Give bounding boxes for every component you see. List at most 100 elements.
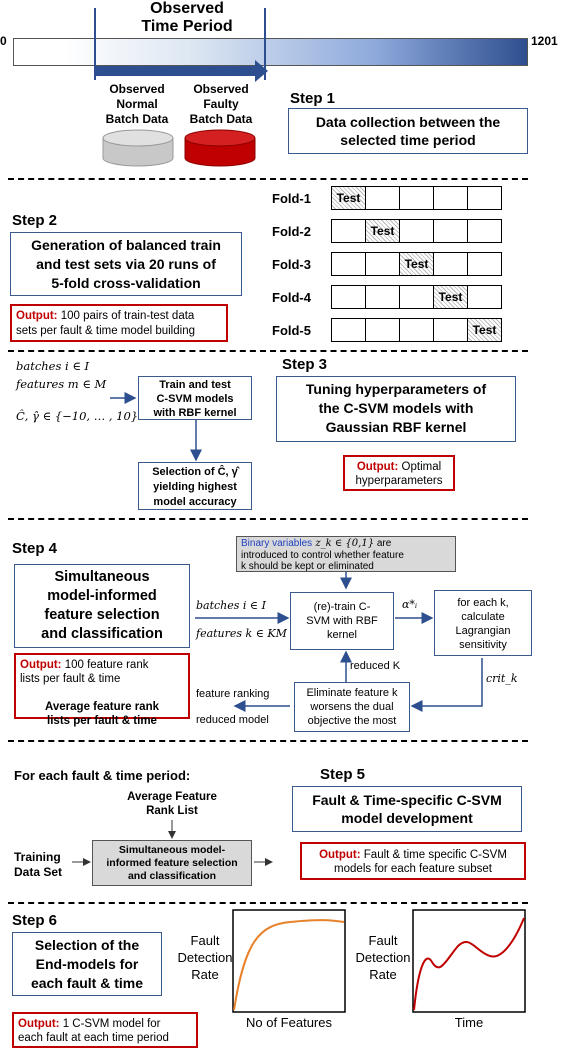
binary-text: are — [374, 538, 392, 549]
x-axis-label-right: Time — [454, 1015, 484, 1030]
train-cell — [399, 318, 434, 342]
output-text: Average feature rank — [45, 701, 159, 713]
y-axis-label-left: Fault Detection Rate — [176, 932, 234, 983]
train-cell — [331, 285, 366, 309]
train-cell — [467, 219, 502, 243]
train-cell — [467, 285, 502, 309]
box-line: worsens the dual — [310, 701, 394, 713]
time-axis-bar — [13, 38, 528, 66]
label-line: Detection — [355, 950, 411, 965]
title-line: Time Period — [141, 18, 233, 35]
box-line: selected time period — [340, 132, 476, 148]
x-axis-label-left: No of Features — [246, 1015, 332, 1030]
test-cell: Test — [433, 285, 468, 309]
box-line: and test sets via 20 runs of — [36, 256, 216, 272]
step3-box: Tuning hyperparameters of the C-SVM mode… — [276, 376, 516, 442]
output-text: models for each feature subset — [334, 863, 492, 875]
step3-title: Step 3 — [282, 356, 328, 373]
simultaneous-box: Simultaneous model- informed feature sel… — [92, 840, 252, 886]
label-line: Data Set — [14, 865, 63, 879]
label-line: Rate — [191, 967, 219, 982]
step5-box: Fault & Time-specific C-SVM model develo… — [292, 786, 522, 832]
axis-start: 0 — [0, 34, 7, 48]
fold-label: Fold-4 — [272, 289, 311, 305]
step5-output: Output: Fault & time specific C-SVM mode… — [300, 842, 526, 880]
label-line: Observed — [109, 82, 165, 96]
binary-text: k should be kept or eliminated — [241, 561, 374, 572]
step2-title: Step 2 — [12, 212, 58, 229]
binary-variables-box: Binary variables z_k ∈ {0,1} are introdu… — [236, 536, 456, 572]
output-text: hyperparameters — [355, 475, 443, 487]
output-text: 1 C-SVM model for — [59, 1018, 161, 1030]
observed-period-title: Observed Time Period — [112, 0, 262, 36]
fold-row: Fold-1 Test — [272, 186, 502, 210]
label-line: Batch Data — [189, 112, 253, 126]
box-line: sensitivity — [459, 639, 507, 651]
box-line: Gaussian RBF kernel — [325, 419, 467, 435]
step4-title: Step 4 — [12, 540, 58, 557]
eliminate-box: Eliminate feature k worsens the dual obj… — [294, 682, 410, 732]
box-line: Train and test — [159, 379, 231, 391]
test-cell: Test — [467, 318, 502, 342]
box-line: Simultaneous — [54, 569, 150, 585]
box-line: feature selection — [44, 607, 160, 623]
box-line: yielding highest — [153, 481, 237, 493]
separator — [8, 178, 528, 180]
box-line: informed feature selection — [106, 857, 238, 869]
box-line: for each k, — [457, 597, 509, 609]
train-cell — [399, 219, 434, 243]
input-text: Ĉ, γ̂ ∈ {−10, … , 10}² — [16, 409, 143, 423]
separator — [8, 740, 528, 742]
step2-output: Output: 100 pairs of train-test data set… — [10, 304, 228, 342]
plot-left-curve — [233, 919, 345, 1011]
fold-label: Fold-2 — [272, 223, 311, 239]
output-label: Output: — [319, 849, 361, 861]
box-line: the C-SVM models with — [318, 400, 474, 416]
separator — [8, 518, 528, 520]
box-line: Tuning hyperparameters of — [305, 381, 487, 397]
binary-label: Binary variables — [241, 538, 313, 549]
output-text: Optimal — [398, 461, 442, 473]
output-text: each fault at each time period — [18, 1032, 169, 1044]
normal-batch-label: Observed Normal Batch Data — [94, 82, 180, 127]
output-text: lists per fault & time — [20, 673, 121, 685]
binary-var: z_k ∈ {0,1} — [312, 538, 375, 549]
test-cell: Test — [331, 186, 366, 210]
y-axis-label-right: Fault Detection Rate — [352, 932, 414, 983]
label-line: Normal — [116, 97, 158, 111]
batches-input: batches i ∈ I — [196, 599, 266, 612]
step4-output: Output: 100 feature rank lists per fault… — [14, 653, 190, 727]
train-cell — [331, 318, 366, 342]
box-line: and classification — [41, 626, 163, 642]
train-cell — [331, 252, 366, 276]
fold-label: Fold-1 — [272, 190, 311, 206]
retrain-box: (re)-train C- SVM with RBF kernel — [290, 592, 394, 650]
train-cell — [399, 186, 434, 210]
step1-title: Step 1 — [290, 90, 336, 107]
output-label: Output: — [356, 461, 399, 473]
crit-label: crit_k — [486, 672, 518, 685]
box-line: (re)-train C- — [313, 601, 371, 613]
box-line: with RBF kernel — [153, 407, 237, 419]
train-cell — [433, 318, 468, 342]
train-cell — [365, 252, 400, 276]
step3-inputs: batches i ∈ I features m ∈ M Ĉ, γ̂ ∈ {−1… — [16, 357, 143, 425]
train-test-box: Train and test C-SVM models with RBF ker… — [138, 376, 252, 420]
step4-box: Simultaneous model-informed feature sele… — [14, 564, 190, 648]
box-line: Eliminate feature k — [306, 687, 398, 699]
avg-rank-list: Average Feature Rank List — [112, 790, 232, 818]
box-line: Fault & Time-specific C-SVM — [312, 792, 502, 808]
train-cell — [433, 252, 468, 276]
normal-database-icon — [102, 129, 174, 167]
train-cell — [365, 318, 400, 342]
box-line: End-models for — [35, 956, 139, 972]
step6-title: Step 6 — [12, 912, 58, 929]
test-cell: Test — [399, 252, 434, 276]
box-line: 5-fold cross-validation — [51, 275, 201, 291]
output-label: Output: — [16, 310, 58, 322]
step3-output: Output: Optimal hyperparameters — [343, 455, 455, 491]
